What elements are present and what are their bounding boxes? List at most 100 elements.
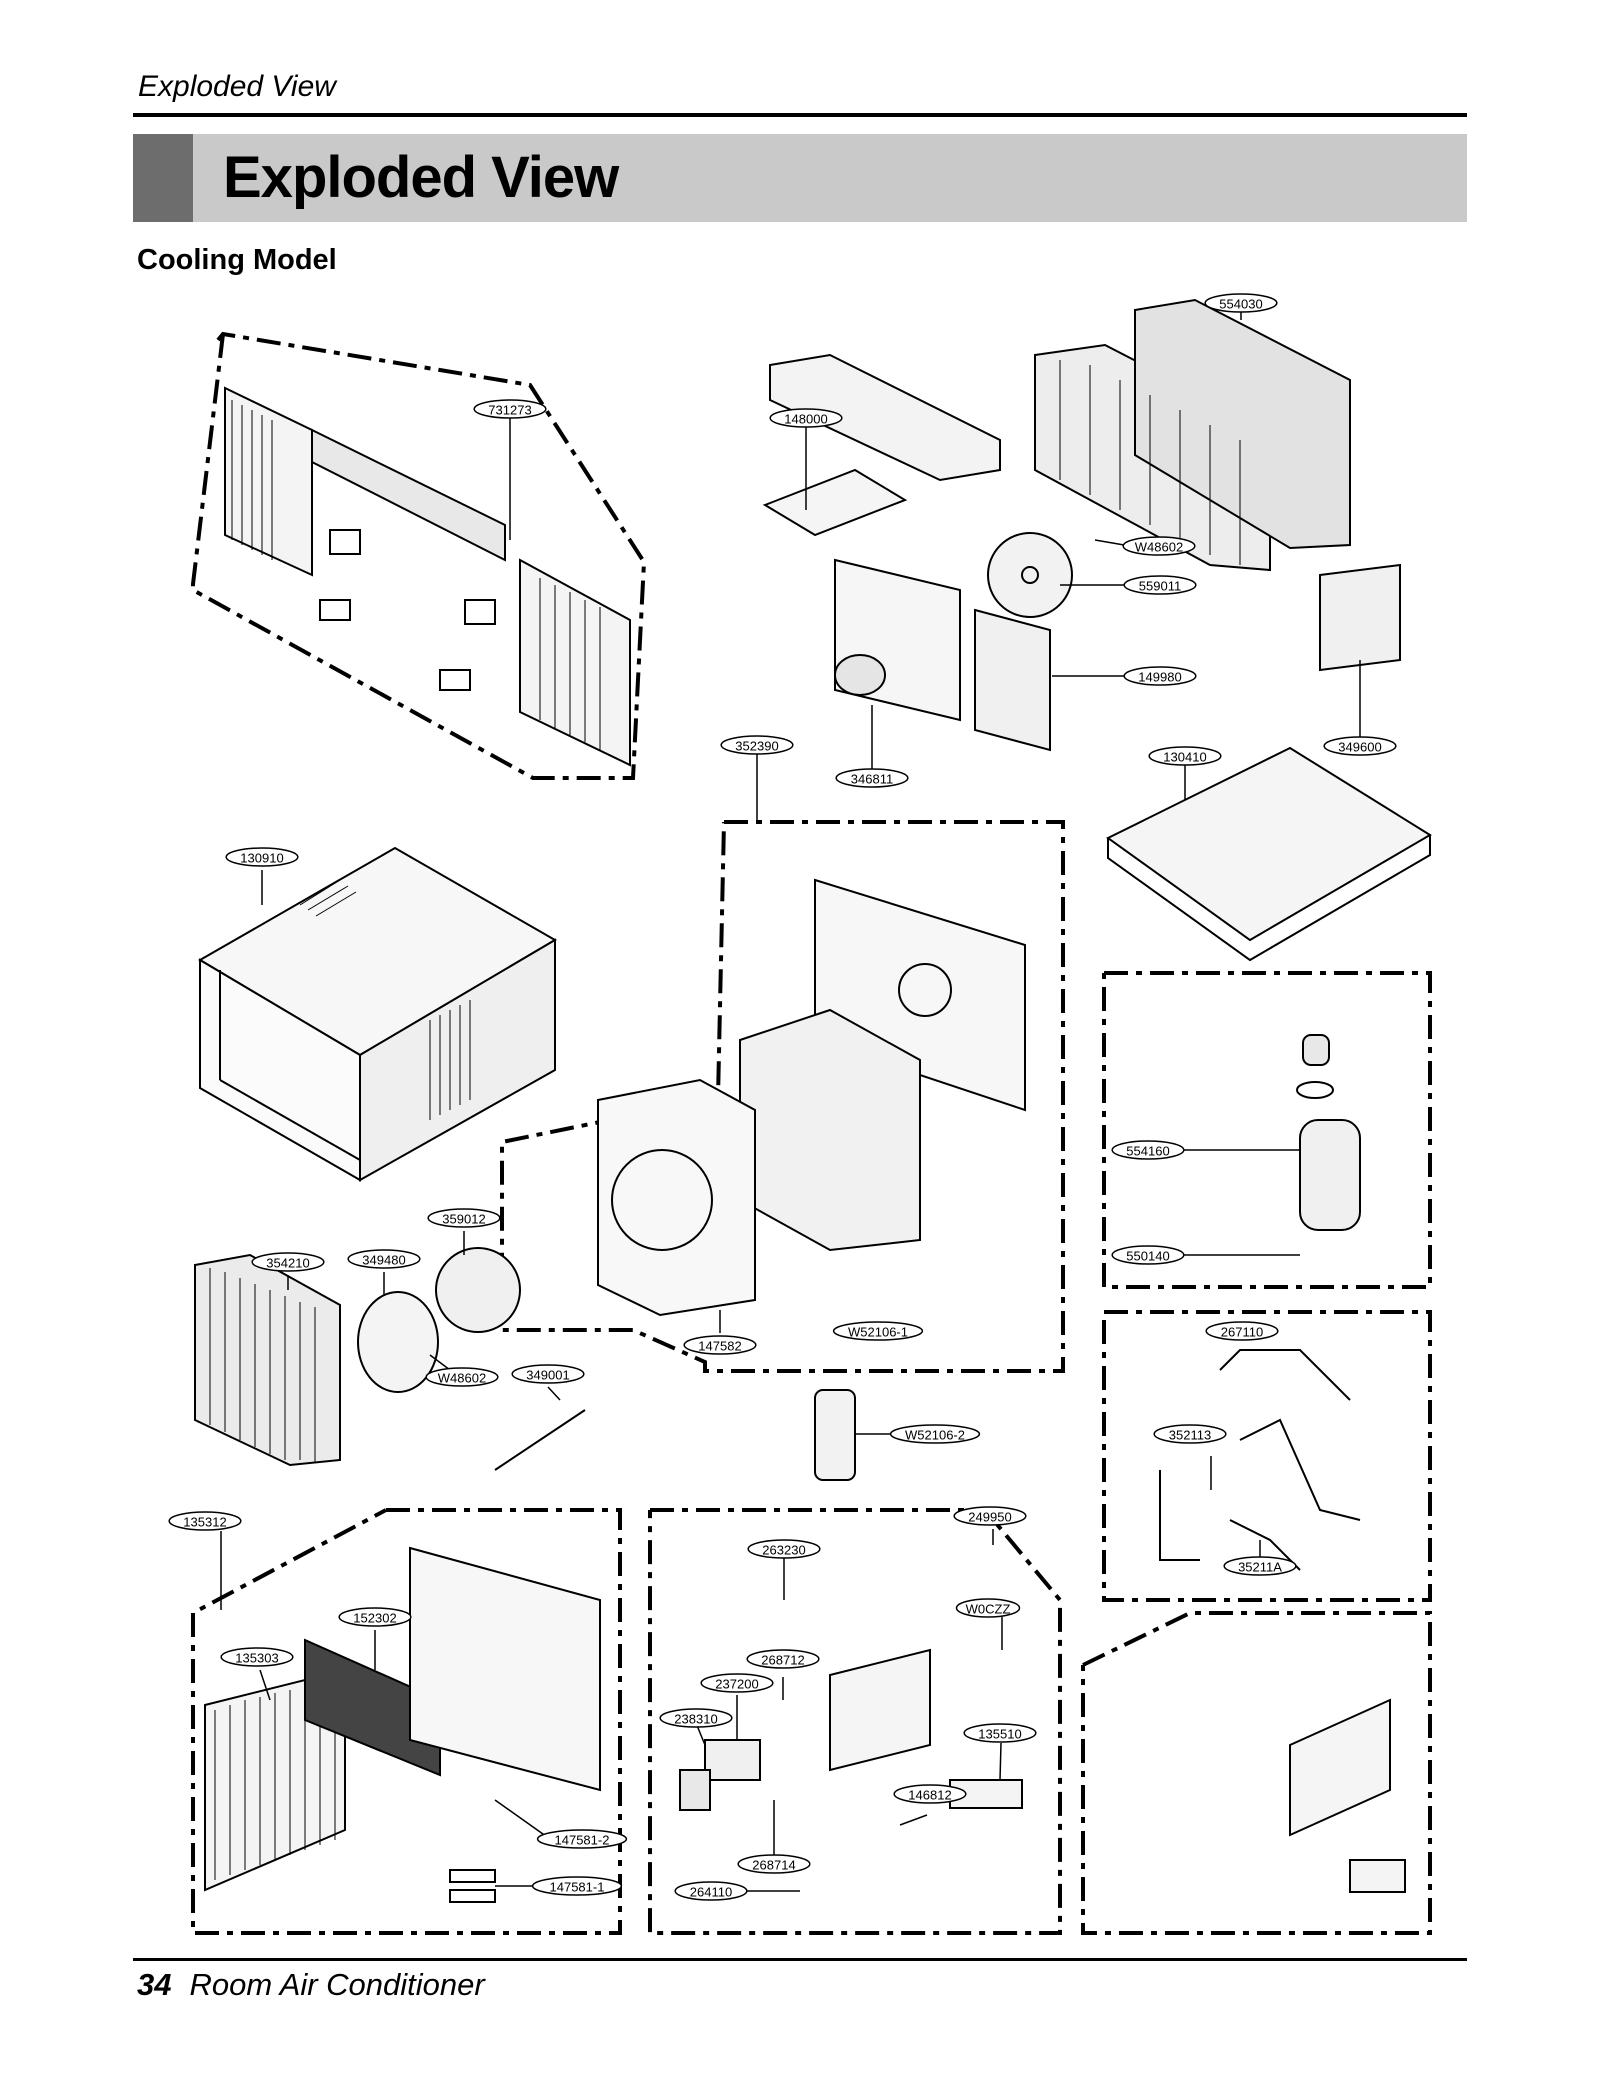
callout-label: 268712 [761,1653,804,1668]
air-filter [304,1638,441,1777]
part-callout-152302: 152302 [338,1607,412,1627]
callout-bubble [1205,1321,1279,1341]
callout-bubble [953,1506,1027,1526]
fan-blade [987,532,1073,618]
cabinet-side [359,938,556,1182]
callout-label: 352390 [735,739,778,754]
part-callout-268714: 268714 [737,1854,811,1874]
callout-label: 130910 [240,851,283,866]
callout-bubble [1111,1245,1185,1265]
callout-label: 346811 [851,772,893,787]
part-callout-w52106-2: W52106-2 [889,1424,981,1444]
part-callout-237200: 237200 [700,1673,774,1693]
part-callout-349600: 349600 [1323,736,1397,756]
part-callout-731273: 731273 [473,399,547,419]
group-frame-compressor [1102,971,1432,1289]
callout-label: 35211A [1238,1560,1282,1575]
part-callout-554030: 554030 [1204,293,1278,313]
callout-bubble [473,399,547,419]
part-callout-554160: 554160 [1111,1140,1185,1160]
callout-bubble [720,735,794,755]
title-band: Exploded View [133,134,1467,222]
part-callout-147581-1: 147581-1 [531,1876,623,1896]
callout-bubble [1323,736,1397,756]
header-rule [133,113,1467,117]
part-callout-352390: 352390 [720,735,794,755]
fan-baffle [974,608,1051,752]
footer-rule [133,1958,1467,1961]
part-callout-249950: 249950 [953,1506,1027,1526]
callout-bubble [168,1511,242,1531]
part-callout-263230: 263230 [747,1539,821,1559]
callout-bubble [1123,575,1197,595]
section-title: Cooling Model [137,244,337,276]
callout-bubble [737,1854,811,1874]
callout-bubble [659,1708,733,1728]
part-callout-130910: 130910 [225,847,299,867]
part-callout-346811: 346811 [835,768,909,788]
callout-bubble [225,847,299,867]
callout-label: W52106-1 [848,1325,908,1340]
blower-wheel [435,1247,521,1333]
part-callout-354210: 354210 [251,1252,325,1272]
cover-plate [762,468,908,537]
callout-label: 249950 [968,1510,1011,1525]
part-drawings [194,298,1432,1903]
callout-bubble [769,408,843,428]
part-callout-130410: 130410 [1148,746,1222,766]
part-callout-147581-2: 147581-2 [536,1829,628,1849]
callout-label: 349600 [1338,740,1381,755]
callout-label: 559011 [1139,579,1181,594]
page-title: Exploded View [223,145,619,210]
display-cover [949,1779,1023,1809]
callout-label: 268714 [752,1858,795,1873]
callout-bubble [1223,1556,1297,1576]
callout-bubble [835,768,909,788]
part-callout-359012: 359012 [427,1208,501,1228]
callout-label: 267110 [1221,1325,1263,1340]
callout-bubble [955,1598,1021,1618]
exploded-view-diagram: 731273148000554030W486025590111499803523… [168,293,1432,1935]
callout-label: 135303 [235,1651,278,1666]
callout-bubble [889,1424,981,1444]
callout-bubble [963,1723,1037,1743]
callout-label: W0CZZ [966,1602,1011,1617]
tubing [1159,1418,1361,1571]
scroll-housing [739,1008,921,1252]
callout-label: 238310 [674,1712,717,1727]
callout-label: 731273 [488,403,531,418]
part-callout-352113: 352113 [1153,1424,1227,1444]
part-callout-135510: 135510 [963,1723,1037,1743]
callout-label: 550140 [1126,1249,1169,1264]
control-box [829,1648,931,1772]
part-callout-w48602: W48602 [1122,536,1196,556]
part-callout-w0czz: W0CZZ [955,1598,1021,1618]
part-callout-238310: 238310 [659,1708,733,1728]
part-callout-550140: 550140 [1111,1245,1185,1265]
callout-label: 554160 [1126,1144,1169,1159]
part-callout-264110: 264110 [674,1881,748,1901]
callout-bubble [1148,746,1222,766]
callout-label: 263230 [762,1543,805,1558]
callout-bubble [700,1673,774,1693]
callout-bubble [347,1249,421,1269]
compressor [1299,1119,1361,1231]
front-panel-frame [409,1546,601,1792]
group-frame-control-box [648,1508,1062,1935]
callout-label: 359012 [442,1212,485,1227]
part-callout-w52106-1: W52106-1 [832,1321,924,1341]
callout-label: W48602 [1135,540,1183,555]
part-callout-349480: 349480 [347,1249,421,1269]
part-callout-148000: 148000 [769,408,843,428]
part-callout-146812: 146812 [893,1784,967,1804]
callout-bubble [251,1252,325,1272]
callout-bubble [338,1607,412,1627]
group-frame-tubing [1102,1310,1432,1602]
callout-bubble [536,1829,628,1849]
callout-bubble [220,1647,294,1667]
callout-label: 135510 [978,1727,1021,1742]
callout-bubble [683,1335,757,1355]
evaporator-coil [194,1253,341,1467]
callout-label: 147581-2 [555,1833,610,1848]
